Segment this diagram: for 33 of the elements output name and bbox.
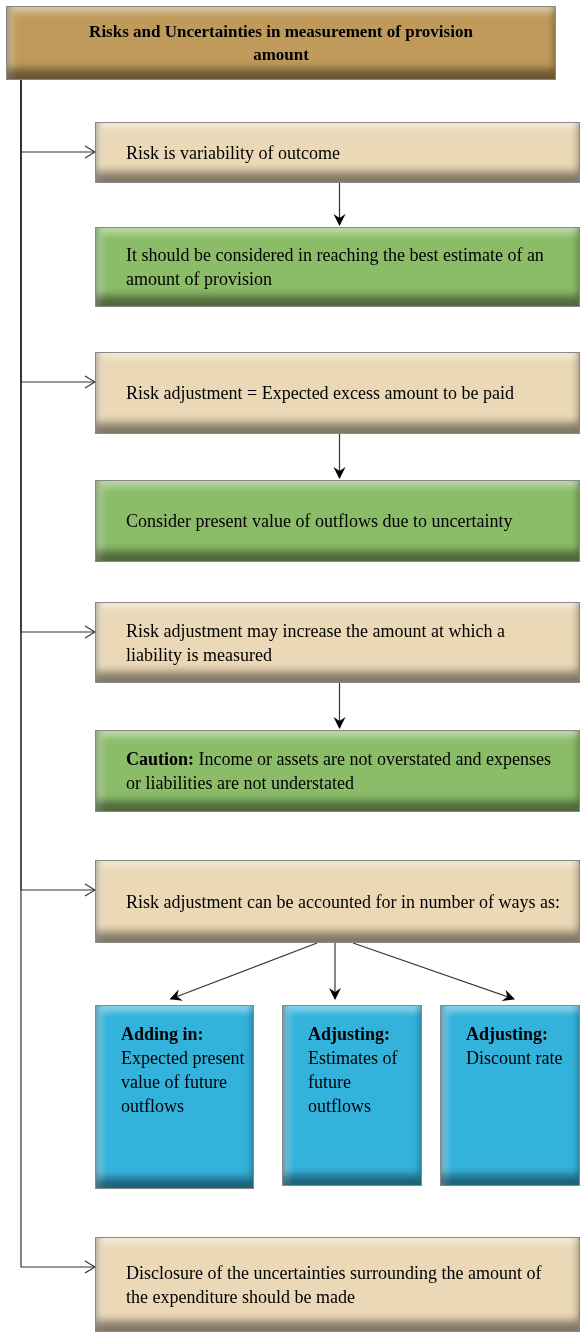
- box-text: Risk is variability of outcome: [126, 141, 341, 165]
- process-box: [95, 602, 580, 683]
- box-text: Estimates of future outflows: [308, 1047, 399, 1118]
- arrow: [169, 942, 318, 1001]
- box-heading: Adjusting:: [308, 1023, 392, 1046]
- process-box: [95, 227, 580, 307]
- process-box: [95, 1237, 580, 1332]
- process-box: [440, 1005, 580, 1186]
- box-text: Risk adjustment may increase the amount at which a liability is measured: [126, 619, 506, 667]
- process-box: [95, 860, 580, 943]
- arrow: [333, 433, 346, 479]
- process-box: [282, 1005, 422, 1186]
- box-text: Expected present value of future outflows: [121, 1047, 245, 1118]
- process-box: [95, 480, 580, 562]
- box-text: Consider present value of outflows due to uncertainty: [126, 510, 514, 533]
- title-box: [6, 6, 556, 80]
- process-box: [95, 122, 580, 183]
- process-box: [95, 1005, 254, 1189]
- box-text: Risk adjustment = Expected excess amount to be paid: [126, 382, 516, 405]
- box-text: It should be considered in reaching the best estimate of an amount of provision: [126, 244, 545, 291]
- process-box: [95, 352, 580, 434]
- arrow: [333, 682, 346, 729]
- box-heading: Adding in:: [121, 1023, 205, 1046]
- process-box: [95, 730, 580, 812]
- arrow: [352, 942, 515, 1002]
- arrow: [333, 182, 346, 226]
- box-text: Disclosure of the uncertainties surrounding the amount of the expenditure should be made: [126, 1261, 543, 1309]
- box-text: Risk adjustment can be accounted for in number of ways as:: [126, 890, 561, 914]
- box-text: Caution: Income or assets are not overstated and expenses or liabilities are not understated: [126, 748, 552, 795]
- box-text: Discount rate: [466, 1047, 564, 1070]
- arrow: [329, 942, 341, 1000]
- box-text: Risks and Uncertainties in measurement of provision amount: [88, 21, 474, 66]
- box-heading: Adjusting:: [466, 1023, 550, 1046]
